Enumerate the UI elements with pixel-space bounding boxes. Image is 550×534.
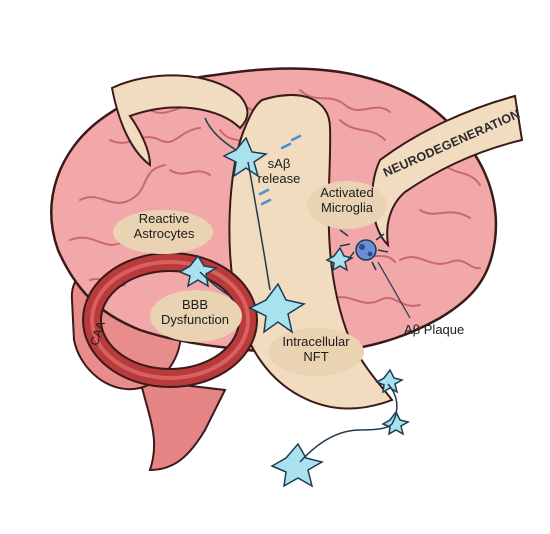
microglia-icon [339, 229, 389, 271]
neuron-axons [199, 117, 398, 463]
sab-release-label: sAβ release [257, 156, 301, 186]
ribbon-top [110, 74, 249, 168]
bbb-dysfunction-label: BBB Dysfunction [161, 297, 229, 327]
ab-plaque-label: Aβ Plaque [404, 322, 465, 337]
brain-stem [138, 378, 227, 472]
sab-fragments [258, 134, 302, 206]
ab-plaque-pointer [377, 261, 411, 319]
blood-vessel-ring [82, 252, 258, 388]
label-bubbles [113, 181, 387, 376]
intracellular-nft-label: Intracellular NFT [282, 334, 350, 364]
ribbon-center [228, 94, 394, 410]
activated-microglia-label: Activated Microglia [320, 185, 374, 215]
reactive-astrocytes-label: Reactive Astrocytes [133, 211, 195, 241]
amyloid-plaque-icon [355, 239, 377, 261]
ribbon-neurodegeneration [371, 94, 524, 248]
neuron-icon [178, 136, 410, 488]
